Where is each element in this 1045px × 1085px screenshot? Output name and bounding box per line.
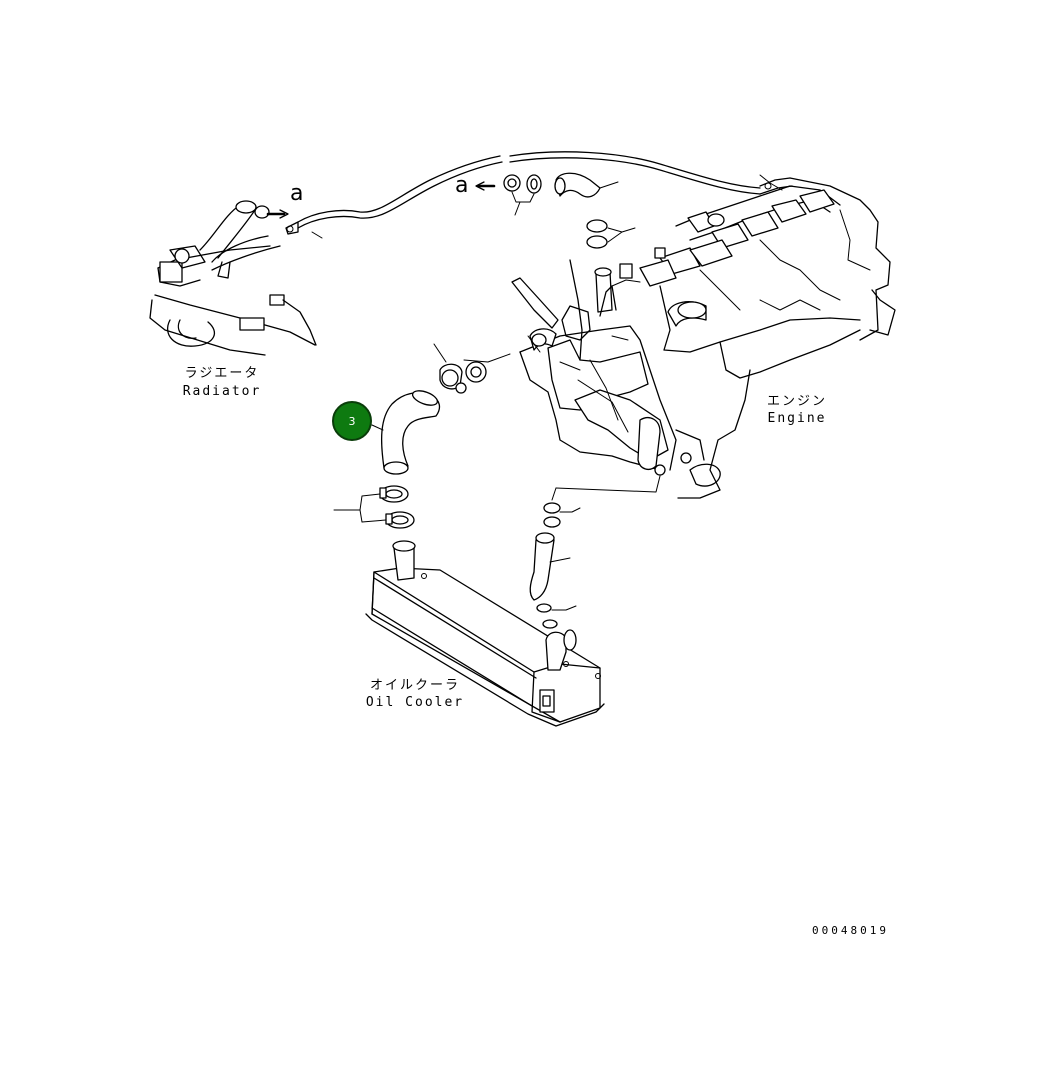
radiator-label-jp: ラジエータ [184,366,260,381]
callout-item-3[interactable]: 3 [332,401,372,441]
lower-clamps [333,485,415,529]
pump-inlet-clamps [433,343,511,394]
radiator-label-en: Radiator [182,384,262,399]
oil-cooler-drawing [365,540,605,727]
radiator-drawing [149,200,317,356]
reference-mark-center: a [455,173,469,198]
oil-cooler-label-en: Oil Cooler [365,695,465,710]
leader-lines [311,231,541,353]
engine-label-en: Engine [767,411,827,426]
front-cover-drawing [511,259,677,476]
document-number: 00048019 [812,924,889,937]
engine-drawing [619,177,896,499]
center-top-parts [475,172,641,313]
cooler-return-hose [529,475,661,629]
reference-mark-left: a [290,181,304,206]
hose-elbow-item-3 [371,390,441,475]
oil-cooler-label-jp: オイルクーラ [369,678,460,693]
engine-label-jp: エンジン [766,394,827,409]
